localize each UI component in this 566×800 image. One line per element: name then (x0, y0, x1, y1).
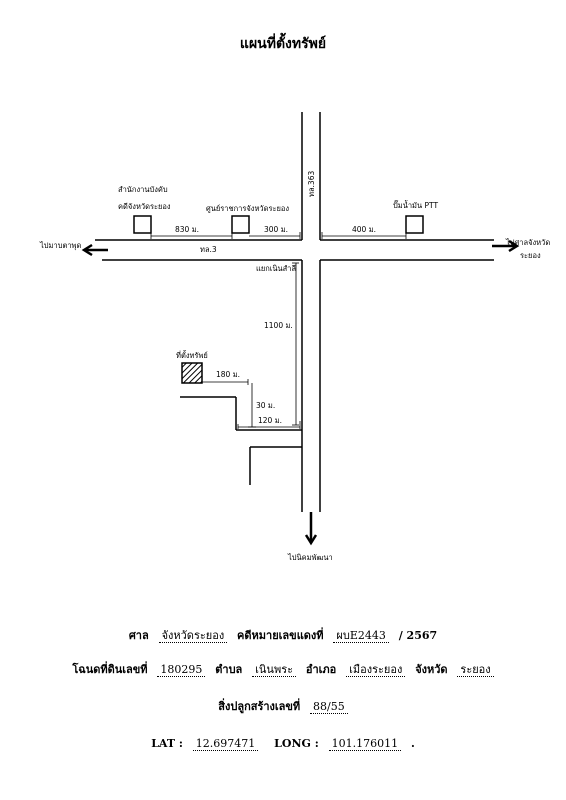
province-value: ระยอง (457, 663, 494, 677)
property-marker (181, 362, 203, 384)
distance-30: 30 ม. (256, 401, 275, 410)
arrow-west-icon (81, 243, 108, 257)
longitude-value: 101.176011 (328, 737, 402, 751)
gov-center-building (231, 215, 250, 234)
arrow-south-icon (304, 512, 318, 546)
label-junction: แยกเนินสำลี (256, 264, 296, 273)
deed-number: 180295 (157, 663, 206, 677)
latitude-value: 12.697471 (192, 737, 259, 751)
distance-180: 180 ม. (216, 370, 240, 379)
court-value: จังหวัดระยอง (158, 629, 228, 643)
distance-830: 830 ม. (175, 225, 199, 234)
label-to-court-1: ไปศาลจังหวัด (505, 238, 550, 247)
distance-1100: 1100 ม. (264, 321, 293, 330)
distance-120: 120 ม. (258, 416, 282, 425)
road-highway-3 (95, 239, 494, 261)
label-gas-station: ปั๊มน้ำมัน PTT (393, 200, 438, 210)
deed-info-line: โฉนดที่ดินเลขที่ 180295 ตำบล เนินพระ อำเ… (0, 660, 566, 678)
page-title: แผนที่ตั้งทรัพย์ (239, 36, 327, 52)
label-property: ที่ตั้งทรัพย์ (176, 350, 208, 360)
enforcement-office-building (133, 215, 152, 234)
coordinates-line: LAT : 12.697471 LONG : 101.176011 . (151, 737, 415, 751)
label-highway-3: ทล.3 (200, 245, 217, 254)
case-year: / 2567 (398, 629, 438, 642)
case-number: ผบE2443 (333, 629, 389, 643)
side-road (180, 396, 302, 485)
building-number: 88/55 (310, 700, 348, 714)
label-to-industrial-estate: ไปนิคมพัฒนา (287, 553, 333, 562)
dimension-lines (150, 232, 407, 429)
arrow-east-icon (492, 239, 520, 253)
end-mark: . (410, 737, 415, 750)
distance-300: 300 ม. (264, 225, 288, 234)
label-enforcement-office-2: คดีจังหวัดระยอง (118, 202, 171, 211)
building-info-line: สิ่งปลูกสร้างเลขที่ 88/55 (0, 697, 566, 715)
distance-400: 400 ม. (352, 225, 376, 234)
label-to-court-2: ระยอง (520, 251, 541, 260)
label-highway-363: ทล.363 (307, 171, 316, 197)
label-to-map-ta-phut: ไปมาบตาพุด (39, 241, 81, 250)
label-gov-center: ศูนย์ราชการจังหวัดระยอง (206, 204, 289, 213)
gas-station-building (405, 215, 424, 234)
label-enforcement-office-1: สำนักงานบังคับ (118, 185, 168, 194)
road-highway-363 (301, 112, 321, 512)
tambon-value: เนินพระ (252, 663, 297, 677)
amphoe-value: เมืองระยอง (346, 663, 406, 677)
case-info-line: ศาล จังหวัดระยอง คดีหมายเลขแดงที่ ผบE244… (128, 629, 438, 643)
